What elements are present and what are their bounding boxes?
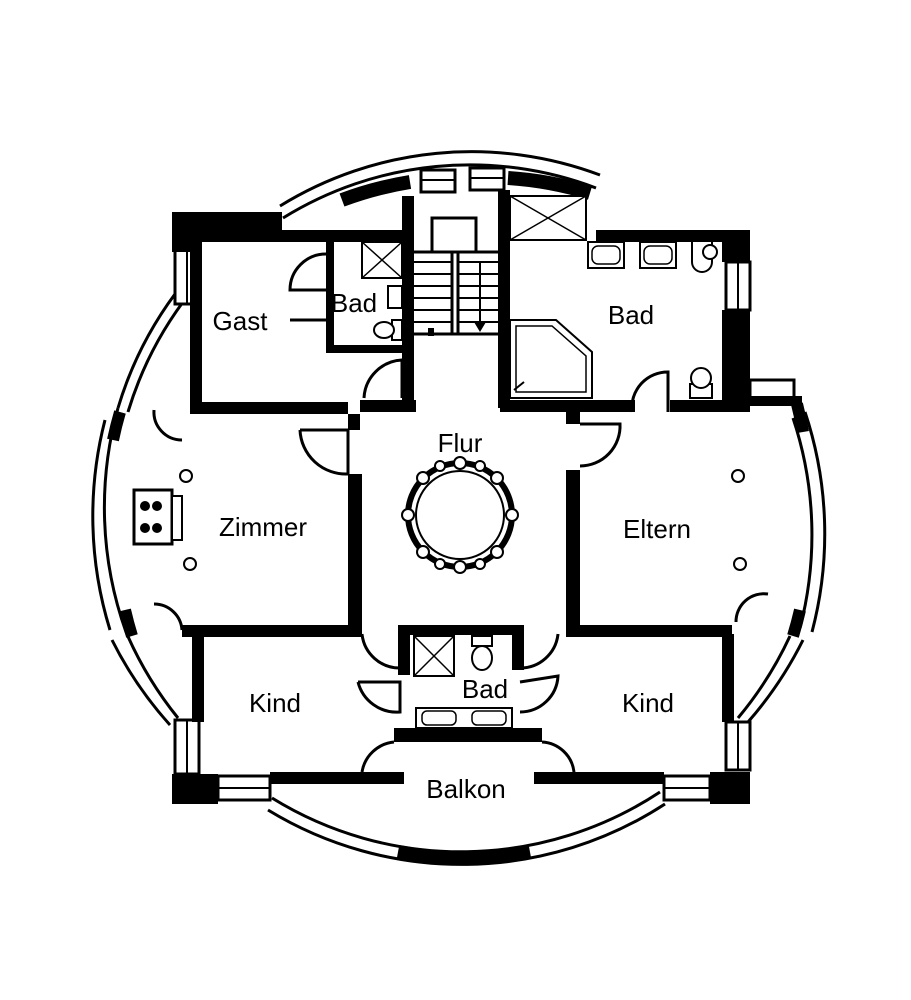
room-label-balkon: Balkon	[426, 774, 506, 804]
staircase	[414, 216, 498, 336]
shower-icon	[361, 241, 403, 279]
central-column	[401, 456, 519, 574]
outer-circle-wall	[91, 150, 827, 866]
door-swings	[152, 252, 769, 773]
room-label-kind-right: Kind	[622, 688, 674, 718]
sink-icon	[639, 241, 677, 269]
fixtures	[132, 195, 718, 729]
shower-icon	[413, 635, 455, 677]
windows	[173, 166, 752, 802]
stair-arrow-icon	[474, 322, 486, 332]
shower-icon	[509, 195, 587, 241]
room-label-bad-gast: Bad	[331, 288, 377, 318]
room-label-bad-main: Bad	[608, 300, 654, 330]
interior-walls	[172, 190, 802, 804]
room-label-gast: Gast	[213, 306, 269, 336]
room-label-zimmer: Zimmer	[219, 512, 307, 542]
toilet-icon	[471, 635, 493, 671]
bathtub-icon	[509, 319, 593, 399]
stove-icon	[132, 488, 183, 546]
ceiling-lights	[179, 469, 747, 571]
toilet-icon	[373, 319, 403, 341]
room-label-flur: Flur	[438, 428, 483, 458]
room-label-eltern: Eltern	[623, 514, 691, 544]
sink-icon	[387, 285, 403, 309]
sink-icon	[415, 707, 513, 729]
room-labels: Gast Bad Bad Flur Zimmer Eltern Bad Kind…	[213, 288, 691, 804]
room-label-bad-small: Bad	[462, 674, 508, 704]
sink-icon	[587, 241, 625, 269]
room-label-kind-left: Kind	[249, 688, 301, 718]
toilet-icon	[689, 367, 713, 399]
